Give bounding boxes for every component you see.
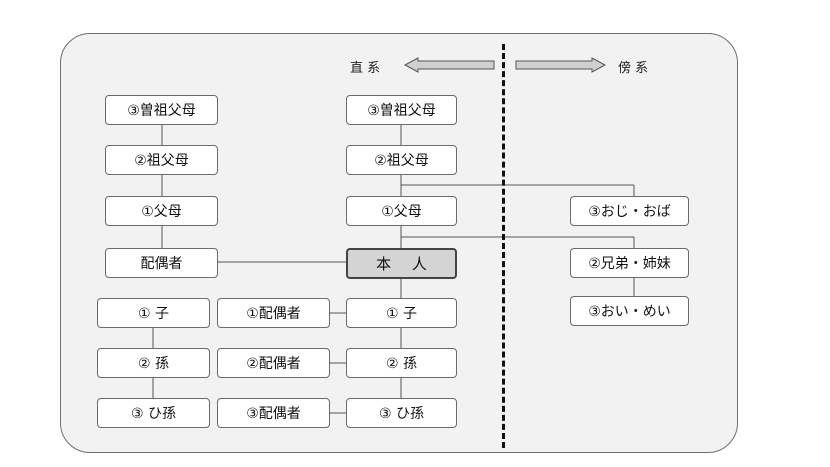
box-nephew-niece: ③おい・めい bbox=[570, 296, 689, 326]
box-great-grandchild-left: ③ ひ孫 bbox=[97, 398, 210, 428]
box-great-grandparents-spouse: ③曽祖父母 bbox=[105, 95, 218, 125]
right-arrow-icon bbox=[515, 57, 607, 73]
left-arrow-icon bbox=[403, 57, 495, 73]
box-parents-self: ①父母 bbox=[346, 196, 457, 226]
box-great-grandparents-self: ③曽祖父母 bbox=[346, 95, 457, 125]
box-grandchild-left: ② 孫 bbox=[97, 348, 210, 378]
box-grandchild-self: ② 孫 bbox=[346, 348, 457, 378]
box-grandparents-self: ②祖父母 bbox=[346, 145, 457, 175]
box-spouse-of-great-grandchild: ③配偶者 bbox=[217, 398, 330, 428]
box-child-left: ① 子 bbox=[97, 298, 210, 328]
box-self: 本 人 bbox=[346, 248, 457, 279]
box-spouse: 配偶者 bbox=[105, 248, 218, 278]
box-spouse-of-child: ①配偶者 bbox=[217, 298, 330, 328]
box-grandparents-spouse: ②祖父母 bbox=[105, 145, 218, 175]
lineal-collateral-divider bbox=[502, 44, 505, 448]
box-great-grandchild-self: ③ ひ孫 bbox=[346, 398, 457, 428]
legend-lineal: 直 系 bbox=[350, 61, 381, 76]
box-child-self: ① 子 bbox=[346, 298, 457, 328]
legend-collateral: 傍 系 bbox=[618, 61, 649, 76]
box-parents-spouse: ①父母 bbox=[105, 196, 218, 226]
box-siblings: ②兄弟・姉妹 bbox=[570, 248, 689, 278]
box-spouse-of-grandchild: ②配偶者 bbox=[217, 348, 330, 378]
box-uncle-aunt: ③おじ・おば bbox=[570, 196, 689, 226]
